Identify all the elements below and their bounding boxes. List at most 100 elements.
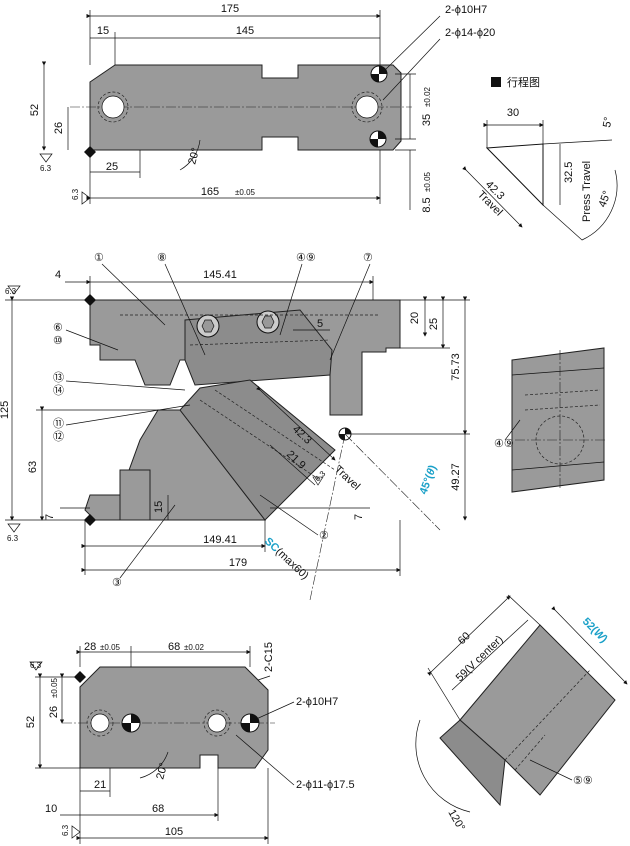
datum-icon — [121, 713, 260, 733]
top-hole-left-cbore — [97, 91, 129, 123]
bv-tol-26: ±0.05 — [50, 677, 59, 698]
dim-52: 52 — [29, 104, 41, 116]
sd-angle-45: 45° — [597, 189, 614, 209]
fv-dim-179: 179 — [229, 557, 247, 569]
top-hole-right-cbore — [351, 91, 383, 123]
fv-dim-125: 125 — [0, 401, 11, 419]
sd-dim-5: 5° — [601, 116, 615, 128]
sd-dim-32-5: 32.5 — [563, 162, 575, 183]
stroke-diagram: 行程图 30 5° 32.5 Press Travel 42.3 Travel … — [462, 76, 618, 241]
side-callout-4-9: ④⑨ — [494, 438, 514, 450]
roughness-icon — [39, 153, 53, 163]
fv-sc-max60: SC(max60) — [262, 535, 311, 582]
top-plate — [89, 64, 402, 151]
bv-dim-105: 105 — [165, 826, 183, 838]
fv-dim-20: 20 — [409, 312, 421, 324]
bv-dim-68b: 68 — [152, 803, 164, 815]
iv-dim-60: 60 — [456, 630, 473, 647]
tol-8-5: ±0.05 — [423, 171, 432, 192]
fv-dim-7a: 7 — [44, 514, 56, 520]
iv-dim-52w: 52(W) — [580, 616, 610, 646]
dim-175: 175 — [221, 3, 239, 15]
bottom-plate — [79, 666, 269, 769]
bv-rough-2: 6.3 — [61, 824, 70, 836]
dim-165: 165 — [201, 186, 219, 198]
bv-tol-28: ±0.05 — [100, 643, 121, 652]
top-view: 175 15 145 2-ϕ10H7 2-ϕ14-ϕ20 52 26 35 ±0… — [29, 3, 495, 213]
bv-dim-28: 28 — [84, 641, 96, 653]
fv-travel: Travel — [332, 463, 362, 492]
sd-dim-30: 30 — [507, 107, 519, 119]
fv-dim-149-41: 149.41 — [203, 534, 237, 546]
callout-1: ① — [94, 252, 104, 264]
base-block — [119, 469, 151, 521]
bv-rough-1: 6.3 — [30, 661, 42, 670]
bottom-view: 28 ±0.05 68 ±0.02 2-C15 2-ϕ10H7 26 ±0.05… — [25, 641, 355, 844]
callout-2: ② — [319, 530, 329, 542]
callout-4-9: ④⑨ — [296, 252, 316, 264]
bv-chamfer: 2-C15 — [263, 642, 275, 672]
bv-dim-52: 52 — [25, 716, 37, 728]
fv-angle-45-theta: 45°(θ) — [418, 463, 440, 496]
roughness-icon — [71, 825, 81, 839]
side-view: ④⑨ — [494, 347, 605, 493]
front-view: 4 145.41 ① ⑧ ④⑨ ⑦ ⑥ ⑩ ⑬ ⑭ ⑪ ⑫ ② ③ — [0, 252, 470, 601]
bv-tol-68a: ±0.02 — [184, 643, 205, 652]
fv-dim-63: 63 — [27, 461, 39, 473]
fv-dim-5: 5 — [317, 318, 323, 330]
fv-rough-1: 6.3 — [5, 287, 17, 296]
callout-14: ⑭ — [53, 384, 64, 397]
bv-dim-10: 10 — [45, 803, 57, 815]
dim-8-5: 8.5 — [421, 197, 433, 212]
dim-26: 26 — [53, 122, 65, 134]
callout-11: ⑪ — [53, 417, 64, 430]
fv-dim-7b: 7 — [353, 514, 365, 520]
callout-12: ⑫ — [53, 430, 64, 443]
roughness-icon — [29, 661, 43, 671]
bv-hole-spec-2: 2-ϕ11-ϕ17.5 — [296, 779, 355, 791]
tol-165: ±0.05 — [235, 188, 256, 197]
fv-dim-4: 4 — [55, 269, 61, 281]
roughness-icon — [7, 523, 21, 533]
iv-callout-5-9: ⑤⑨ — [573, 775, 593, 787]
fv-rough-2: 6.3 — [7, 534, 19, 543]
dim-35: 35 — [421, 114, 433, 126]
callout-8: ⑧ — [157, 252, 167, 264]
legend-square-icon — [491, 77, 501, 87]
iso-view: 60 59(V center) 52(W) 120° ⑤⑨ — [415, 594, 628, 834]
fv-dim-25: 25 — [428, 318, 440, 330]
top-hole-right — [355, 95, 379, 119]
tol-35: ±0.02 — [423, 86, 432, 107]
bv-hole-spec-1: 2-ϕ10H7 — [296, 696, 338, 708]
top-dim-25: 25 — [106, 161, 118, 173]
bv-dim-21: 21 — [94, 779, 106, 791]
bv-dim-68a: 68 — [168, 641, 180, 653]
side-block — [511, 347, 605, 493]
sd-press-travel: Press Travel — [581, 161, 593, 222]
top-hole-spec-1: 2-ϕ10H7 — [445, 4, 487, 16]
rough-2: 6.3 — [71, 188, 80, 200]
datum-icon — [369, 65, 388, 148]
roughness-icon — [7, 285, 21, 295]
roughness-icon — [81, 191, 91, 205]
slider-block — [184, 309, 333, 386]
callout-3: ③ — [112, 577, 122, 589]
callout-7: ⑦ — [363, 252, 373, 264]
rough-1: 6.3 — [40, 164, 52, 173]
bv-angle-20: 20° — [154, 762, 170, 781]
fv-dim-145-41: 145.41 — [203, 269, 237, 281]
bv-dim-26: 26 — [48, 706, 60, 718]
fv-dim-49-27: 49.27 — [450, 463, 462, 491]
top-hole-spec-2: 2-ϕ14-ϕ20 — [445, 27, 495, 39]
dim-15: 15 — [97, 25, 109, 37]
legend-label: 行程图 — [507, 76, 540, 89]
callout-10: ⑩ — [53, 335, 63, 347]
top-hole-left — [101, 95, 125, 119]
top-angle-20: 20° — [186, 147, 202, 166]
fv-dim-75-73: 75.73 — [450, 353, 462, 381]
callout-13: ⑬ — [53, 371, 64, 384]
iv-angle-120: 120° — [445, 808, 467, 834]
dim-145: 145 — [236, 25, 254, 37]
